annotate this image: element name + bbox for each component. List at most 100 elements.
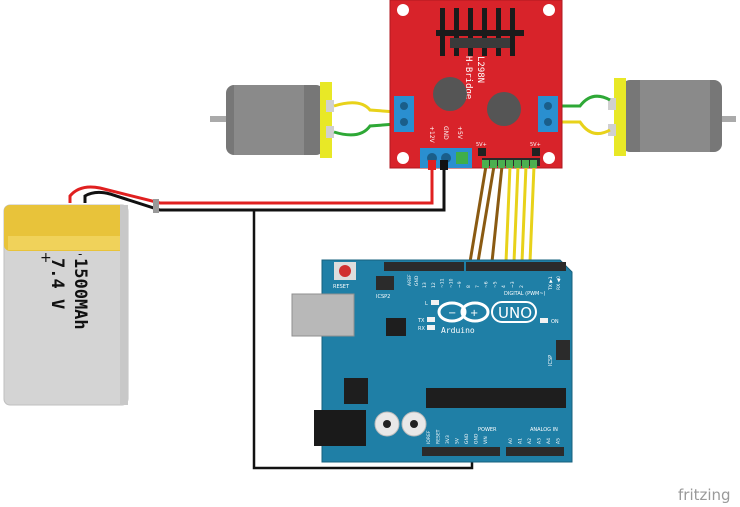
- driver-subtitle: H-Bridge: [463, 56, 473, 99]
- motor-right: [608, 78, 736, 156]
- power-pin-label: GND: [474, 433, 480, 444]
- motor-left-endcap: [320, 82, 332, 158]
- led-rx: [427, 325, 435, 330]
- motor-left: [210, 82, 334, 158]
- reset-button[interactable]: [339, 265, 351, 277]
- signal-wire-extra: [528, 165, 536, 263]
- digital-pin-label: ~6: [484, 281, 490, 288]
- signal-wire-in3: [504, 165, 512, 263]
- digital-pin-label: 4: [501, 285, 507, 288]
- driver-capacitor: [433, 77, 467, 111]
- power-pin-label: IOREF: [426, 430, 432, 444]
- analog-pin-label: A3: [537, 438, 543, 444]
- motor-left-wires: [333, 101, 397, 137]
- analog-pin-label: A0: [508, 438, 514, 444]
- digital-pin-label: ~10: [448, 278, 454, 288]
- mount-hole: [543, 152, 555, 164]
- motor-left-yellow-wire: [333, 101, 397, 114]
- analog-pin-label: A4: [546, 438, 552, 444]
- battery-voltage: 7.4 V: [47, 258, 67, 309]
- capacitor-top: [383, 420, 391, 428]
- led-on-label: ON: [551, 319, 559, 325]
- arduino-brand: Arduino: [441, 326, 475, 335]
- power-pin-label: GND: [464, 433, 470, 444]
- driver-capacitor: [487, 92, 521, 126]
- driver-name: L298N: [475, 56, 485, 83]
- motor-left-terminal: [326, 126, 334, 138]
- jumper: [532, 148, 540, 156]
- signal-wire-in1: [476, 165, 496, 263]
- led-tx: [427, 317, 435, 322]
- analog-pin-label: A2: [527, 438, 533, 444]
- motor-right-wires: [560, 94, 611, 136]
- fritzing-watermark: fritzing: [678, 486, 731, 504]
- led-tx-label: TX: [417, 318, 425, 324]
- jumper-label: 5V+: [530, 142, 541, 148]
- power-pin-label: 5V: [455, 437, 461, 444]
- wire-connector: [153, 199, 159, 213]
- analog-pin-label: A5: [556, 438, 562, 444]
- motor-right-terminal: [608, 124, 616, 136]
- power-pin-label: 3V3: [445, 435, 451, 444]
- digital-pin-label: 7: [475, 285, 481, 288]
- tx-pin-label: TX ▶1: [548, 276, 554, 291]
- signal-wire-ena: [468, 165, 488, 263]
- rx-pin-label: RX ◀0: [556, 276, 562, 290]
- power-pin-label: VIN: [483, 436, 489, 444]
- svg-text:−: −: [448, 308, 456, 319]
- mount-hole: [397, 152, 409, 164]
- digital-header-left: [384, 262, 464, 271]
- digital-label: DIGITAL (PWM~): [504, 291, 546, 297]
- pin-label-5v: +5V: [456, 126, 463, 140]
- battery-edge: [120, 205, 128, 405]
- driver-heatsink: [436, 8, 524, 56]
- digital-pin-label: 8: [466, 285, 472, 288]
- motor-left-terminal: [326, 100, 334, 112]
- icsp-header: [556, 340, 570, 360]
- motor-right-shaft: [718, 116, 736, 122]
- signal-wire-in4: [512, 165, 520, 263]
- usb-chip: [386, 318, 406, 336]
- uno-badge: [491, 301, 537, 323]
- motor-right-yellow-wire: [560, 120, 611, 136]
- icsp2-label: ICSP2: [376, 294, 390, 300]
- atmega-chip: [426, 388, 566, 408]
- digital-header-right: [466, 262, 566, 271]
- icsp2-header: [376, 276, 394, 290]
- battery-capacity: 1500MAh: [70, 258, 90, 330]
- svg-text:+: +: [470, 308, 478, 319]
- digital-pin-label: ~9: [457, 281, 463, 288]
- power-jack: [314, 410, 366, 446]
- motor-left-shaft: [210, 116, 228, 122]
- capacitor-top: [410, 420, 418, 428]
- arduino-model: UNO: [498, 304, 532, 322]
- battery-black-wire: [83, 165, 446, 212]
- icsp-label: ICSP: [548, 355, 554, 366]
- driver-terminal-left: [394, 96, 414, 132]
- gnd-label: GND: [414, 275, 420, 286]
- power-label: POWER: [478, 427, 497, 433]
- battery-label-stripe: [8, 236, 124, 250]
- signal-wires: [468, 165, 536, 263]
- analog-label: ANALOG IN: [530, 427, 558, 433]
- power-header: [422, 447, 500, 456]
- voltage-regulator: [344, 378, 368, 404]
- digital-pin-label: ~11: [440, 278, 446, 288]
- wire-end-black: [440, 160, 448, 170]
- battery-minus-mark: -: [78, 247, 82, 261]
- analog-header: [506, 447, 564, 456]
- digital-pin-label: 13: [422, 282, 428, 288]
- signal-wire-in2: [490, 165, 504, 263]
- mount-hole: [543, 4, 555, 16]
- digital-pin-label: 12: [431, 282, 437, 288]
- led-on: [540, 318, 548, 323]
- motor-right-green-wire: [560, 94, 611, 108]
- driver-board: [389, 0, 563, 169]
- pin-label-12v: +12V: [428, 126, 435, 144]
- battery: + - 7.4 V 1500MAh: [3, 204, 129, 406]
